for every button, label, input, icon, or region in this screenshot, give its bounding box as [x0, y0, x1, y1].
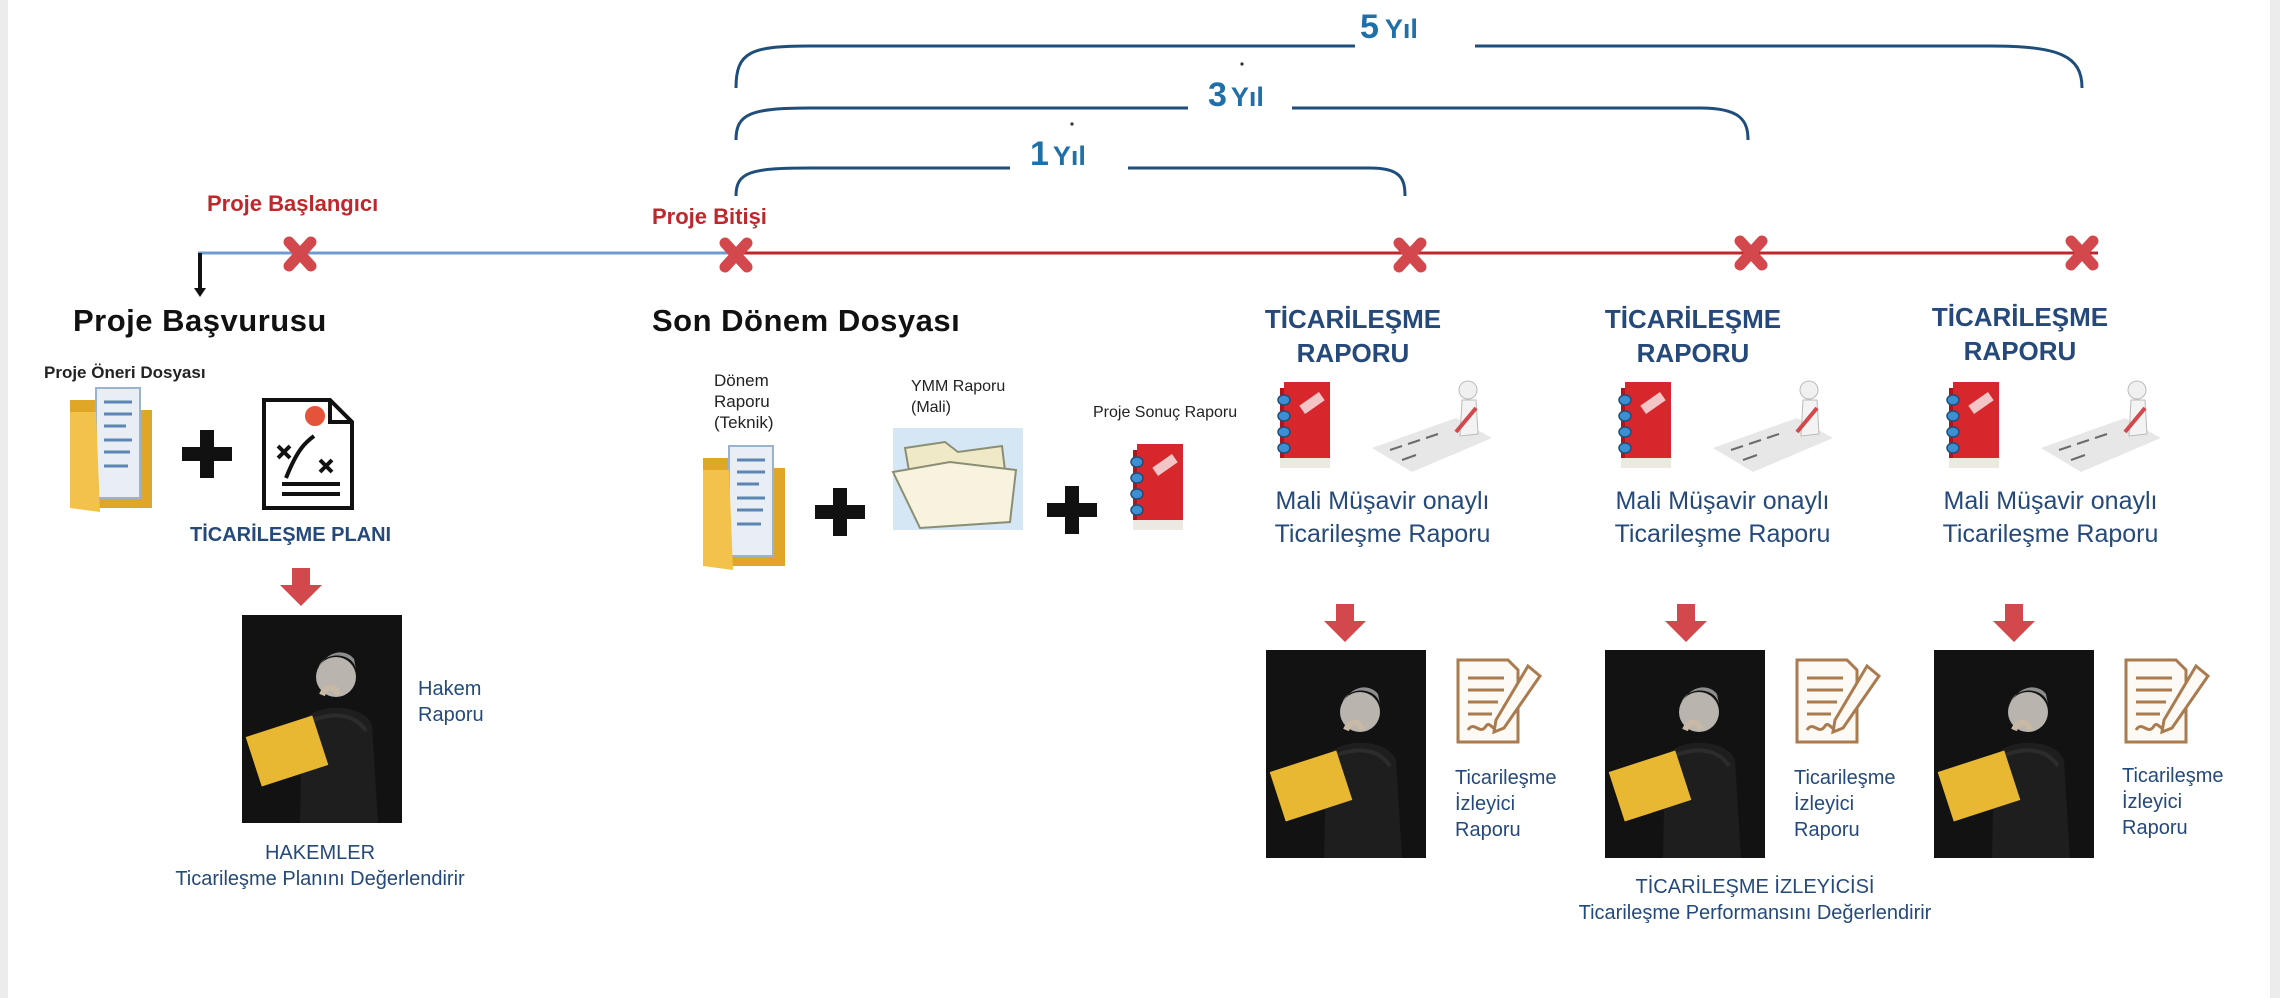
milestone-x-icon	[1393, 237, 1427, 273]
referees-caption: HAKEMLER Ticarileşme Planını Değerlendir…	[175, 842, 465, 890]
strategy-plan-icon	[262, 398, 354, 510]
ymm-report-label: YMM Raporu (Mali)	[911, 378, 1006, 416]
duration-brackets	[734, 44, 2084, 197]
down-arrow-icon	[1665, 604, 1707, 642]
final-period-title: Son Dönem Dosyası	[652, 303, 961, 338]
signing-figure-icon	[1711, 379, 1835, 474]
open-folder-icon	[891, 428, 1023, 530]
commercialization-plan-label: TİCARİLEŞME PLANI	[190, 524, 392, 546]
period-report-label: Dönem Raporu (Teknik)	[714, 371, 774, 432]
down-arrow-icon	[280, 568, 322, 606]
document-pen-icon	[1795, 658, 1881, 744]
application-title: Proje Başvurusu	[73, 303, 327, 338]
report-book-icon	[1946, 381, 2000, 469]
monitor-photo	[1266, 650, 1426, 858]
report-book-icon	[1277, 381, 1331, 469]
monitor-photo	[1934, 650, 2094, 858]
monitor-caption: TİCARİLEŞME İZLEYİCİSİ Ticarileşme Perfo…	[1578, 876, 1932, 924]
referee-photo	[242, 615, 402, 823]
proposal-file-label: Proje Öneri Dosyası	[44, 363, 206, 382]
plus-icon	[815, 488, 865, 536]
milestone-x-icon	[283, 236, 317, 272]
project-end-label: Proje Bitişi	[652, 204, 767, 229]
bracket-1-year	[734, 166, 1407, 197]
right-frame	[2270, 0, 2280, 998]
document-pen-icon	[2124, 658, 2210, 744]
monitor-photo	[1605, 650, 1765, 858]
folder-icon	[70, 387, 152, 512]
milestone-markers	[283, 235, 2099, 273]
document-pen-icon	[1456, 658, 1542, 744]
project-result-report-label: Proje Sonuç Raporu	[1093, 404, 1238, 421]
signing-figure-icon	[1370, 379, 1494, 474]
down-arrow-icon	[1324, 604, 1366, 642]
referee-report-label: Hakem Raporu	[418, 678, 484, 726]
report-book-icon	[1130, 443, 1184, 531]
plus-icon	[1047, 486, 1097, 534]
milestone-x-icon	[1734, 235, 1768, 271]
signing-figure-icon	[2039, 379, 2163, 474]
bracket-5-years	[734, 44, 2084, 89]
folder-icon	[703, 445, 785, 570]
milestone-x-icon	[719, 237, 753, 273]
left-frame	[0, 0, 8, 998]
report-book-icon	[1618, 381, 1672, 469]
down-arrow-icon	[1993, 604, 2035, 642]
bracket-3-years	[734, 106, 1750, 141]
project-start-label: Proje Başlangıcı	[207, 191, 379, 216]
plus-icon	[182, 430, 232, 478]
milestone-x-icon	[2065, 235, 2099, 271]
